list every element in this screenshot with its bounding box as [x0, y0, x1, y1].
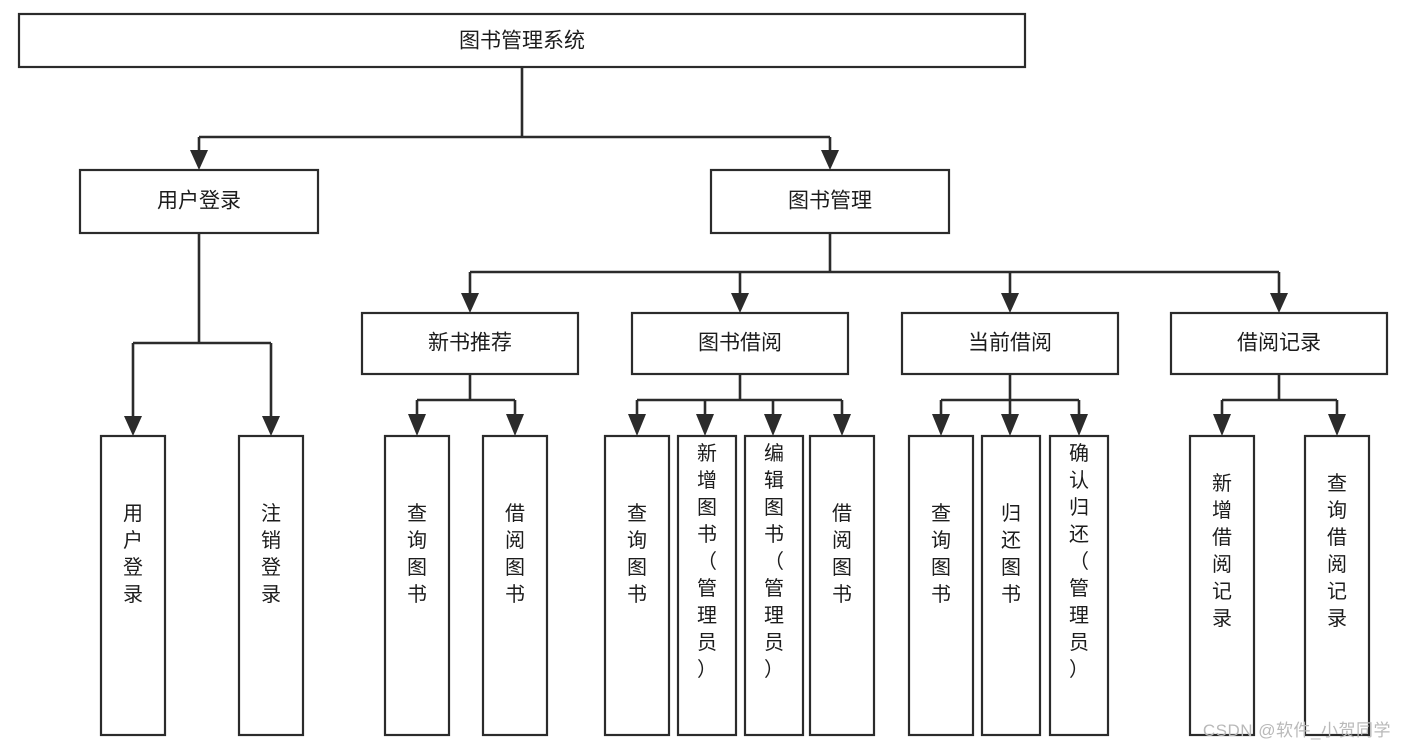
node-current-borrow-box[interactable] [900, 311, 1120, 376]
node-leaf-query-book-1[interactable]: 查询图书 [383, 434, 451, 737]
node-leaf-add-record-label: 新增借阅记录 [1212, 472, 1232, 630]
node-root[interactable]: 图书管理系统 [17, 12, 1027, 69]
node-leaf-add-book-box[interactable] [676, 434, 738, 737]
leaf-nodes-layer: 用户登录 注销登录 查询图书 借阅图书 查询图书 新增图书（管理员） [99, 434, 1371, 737]
arrow-head-leaf-query-book-1 [408, 414, 426, 436]
node-leaf-user-login-label: 用户登录 [123, 503, 143, 606]
node-current-borrow-label: 当前借阅 [968, 332, 1052, 355]
node-leaf-user-login-box[interactable] [99, 434, 167, 737]
node-leaf-edit-book[interactable]: 编辑图书（管理员） [743, 434, 805, 737]
arrow-head-borrow-record [1270, 293, 1288, 313]
node-leaf-query-book-3-box[interactable] [907, 434, 975, 737]
node-leaf-borrow-book-1-box[interactable] [481, 434, 549, 737]
node-new-book-recommend-box[interactable] [360, 311, 580, 376]
node-leaf-logout-login-label: 注销登录 [261, 502, 281, 606]
node-leaf-user-login[interactable]: 用户登录 [99, 434, 167, 737]
arrow-head-leaf-add-record [1213, 414, 1231, 436]
node-new-book-recommend-label: 新书推荐 [428, 332, 512, 355]
node-leaf-add-book-label: 新增图书（管理员） [697, 442, 717, 681]
node-leaf-query-book-3-label: 查询图书 [931, 502, 951, 606]
node-root-label: 图书管理系统 [459, 30, 585, 53]
arrow-head-leaf-user-login [124, 416, 142, 436]
node-leaf-add-book[interactable]: 新增图书（管理员） [676, 434, 738, 737]
node-leaf-logout-login[interactable]: 注销登录 [237, 434, 305, 737]
node-user-login[interactable]: 用户登录 [78, 168, 320, 235]
arrow-head-user-login [190, 150, 208, 170]
node-leaf-confirm-return-box[interactable] [1048, 434, 1110, 737]
node-leaf-logout-login-box[interactable] [237, 434, 305, 737]
node-book-borrow-label: 图书借阅 [698, 332, 782, 355]
node-leaf-edit-book-box[interactable] [743, 434, 805, 737]
node-borrow-record[interactable]: 借阅记录 [1169, 311, 1389, 376]
arrow-head-leaf-return-book [1001, 414, 1019, 436]
node-leaf-edit-book-label: 编辑图书（管理员） [764, 442, 784, 681]
node-leaf-return-book-label: 归还图书 [1001, 502, 1021, 606]
node-leaf-query-book-1-label: 查询图书 [407, 502, 427, 606]
node-leaf-confirm-return[interactable]: 确认归还（管理员） [1048, 434, 1110, 737]
arrow-head-leaf-query-book-2 [628, 414, 646, 436]
node-book-borrow-box[interactable] [630, 311, 850, 376]
arrow-head-leaf-logout-login [262, 416, 280, 436]
node-leaf-confirm-return-label: 确认归还（管理员） [1069, 442, 1089, 681]
node-user-login-box[interactable] [78, 168, 320, 235]
node-user-login-label: 用户登录 [157, 190, 241, 213]
arrow-head-book-management [821, 150, 839, 170]
node-current-borrow[interactable]: 当前借阅 [900, 311, 1120, 376]
node-leaf-borrow-book-1-label: 借阅图书 [505, 502, 525, 606]
node-leaf-add-record-box[interactable] [1188, 434, 1256, 737]
node-leaf-query-record[interactable]: 查询借阅记录 [1303, 434, 1371, 737]
node-leaf-query-book-2[interactable]: 查询图书 [603, 434, 671, 737]
node-leaf-query-book-2-box[interactable] [603, 434, 671, 737]
arrow-head-leaf-edit-book [764, 414, 782, 436]
node-new-book-recommend[interactable]: 新书推荐 [360, 311, 580, 376]
node-book-management-label: 图书管理 [788, 190, 872, 213]
node-borrow-record-label: 借阅记录 [1237, 332, 1321, 355]
arrow-head-leaf-confirm-return [1070, 414, 1088, 436]
arrow-head-current-borrow [1001, 293, 1019, 313]
node-leaf-add-record[interactable]: 新增借阅记录 [1188, 434, 1256, 737]
node-book-borrow[interactable]: 图书借阅 [630, 311, 850, 376]
node-leaf-borrow-book-2-box[interactable] [808, 434, 876, 737]
node-leaf-query-book-1-box[interactable] [383, 434, 451, 737]
node-leaf-return-book[interactable]: 归还图书 [980, 434, 1042, 737]
node-leaf-borrow-book-2[interactable]: 借阅图书 [808, 434, 876, 737]
arrow-head-book-borrow [731, 293, 749, 313]
node-borrow-record-box[interactable] [1169, 311, 1389, 376]
node-leaf-return-book-box[interactable] [980, 434, 1042, 737]
arrow-head-new-book-recommend [461, 293, 479, 313]
node-leaf-borrow-book-2-label: 借阅图书 [832, 502, 852, 606]
arrow-head-leaf-borrow-book-2 [833, 414, 851, 436]
node-leaf-query-record-box[interactable] [1303, 434, 1371, 737]
arrow-head-leaf-query-record [1328, 414, 1346, 436]
connector-layer [124, 67, 1346, 436]
arrow-head-leaf-add-book [696, 414, 714, 436]
node-leaf-query-book-2-label: 查询图书 [627, 502, 647, 606]
node-book-management-box[interactable] [709, 168, 951, 235]
arrow-head-leaf-query-book-3 [932, 414, 950, 436]
node-root-box[interactable] [17, 12, 1027, 69]
node-leaf-query-book-3[interactable]: 查询图书 [907, 434, 975, 737]
node-leaf-query-record-label: 查询借阅记录 [1327, 472, 1347, 630]
node-leaf-borrow-book-1[interactable]: 借阅图书 [481, 434, 549, 737]
arrow-head-leaf-borrow-book-1 [506, 414, 524, 436]
node-book-management[interactable]: 图书管理 [709, 168, 951, 235]
